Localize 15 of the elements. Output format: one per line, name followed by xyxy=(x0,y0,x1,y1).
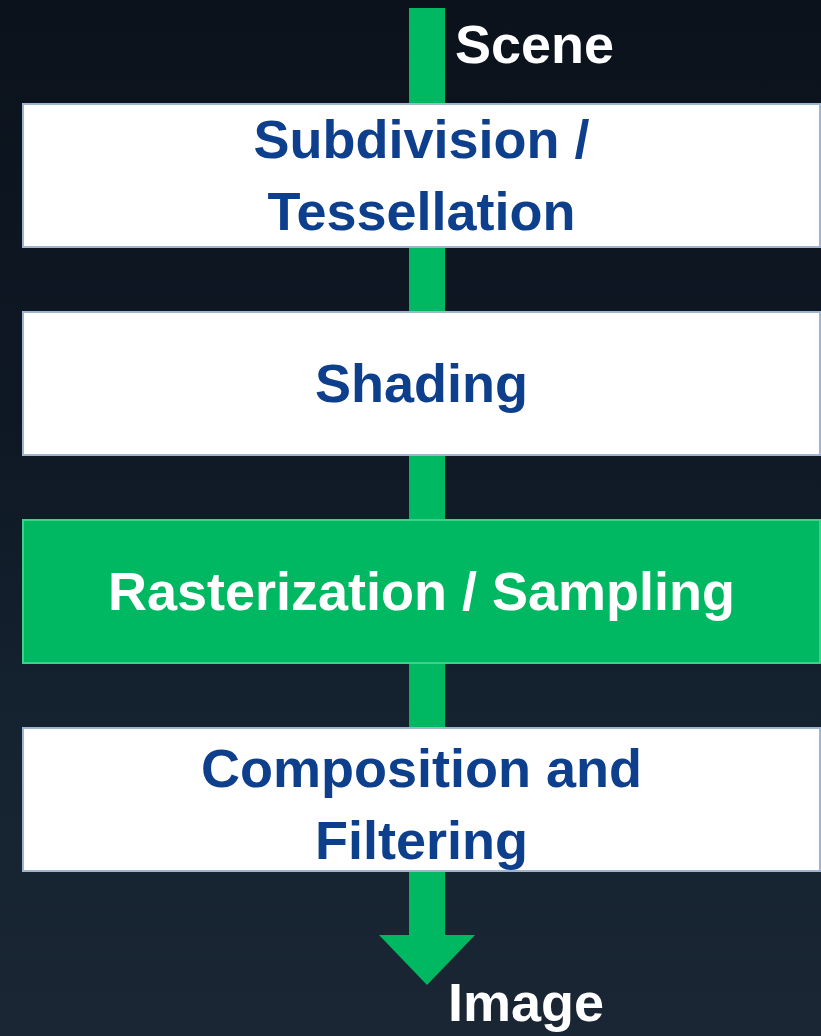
stage-title: Subdivision / Tessellation xyxy=(252,107,591,243)
stage-box xyxy=(22,727,821,872)
stage-box xyxy=(22,103,821,248)
flow-connector xyxy=(409,248,445,311)
stage-title: Rasterization / Sampling xyxy=(107,559,736,623)
flow-connector xyxy=(409,664,445,727)
flow-label: Scene xyxy=(455,8,655,80)
stage-title: Shading xyxy=(315,351,528,415)
stage-box xyxy=(22,311,821,456)
flow-label: Image xyxy=(448,970,648,1034)
highlighted-stage-box xyxy=(22,519,821,664)
flow-arrow xyxy=(379,872,475,985)
stage-title: Composition and Filtering xyxy=(200,736,643,872)
flow-connector xyxy=(409,456,445,519)
flow-connector xyxy=(409,8,445,103)
